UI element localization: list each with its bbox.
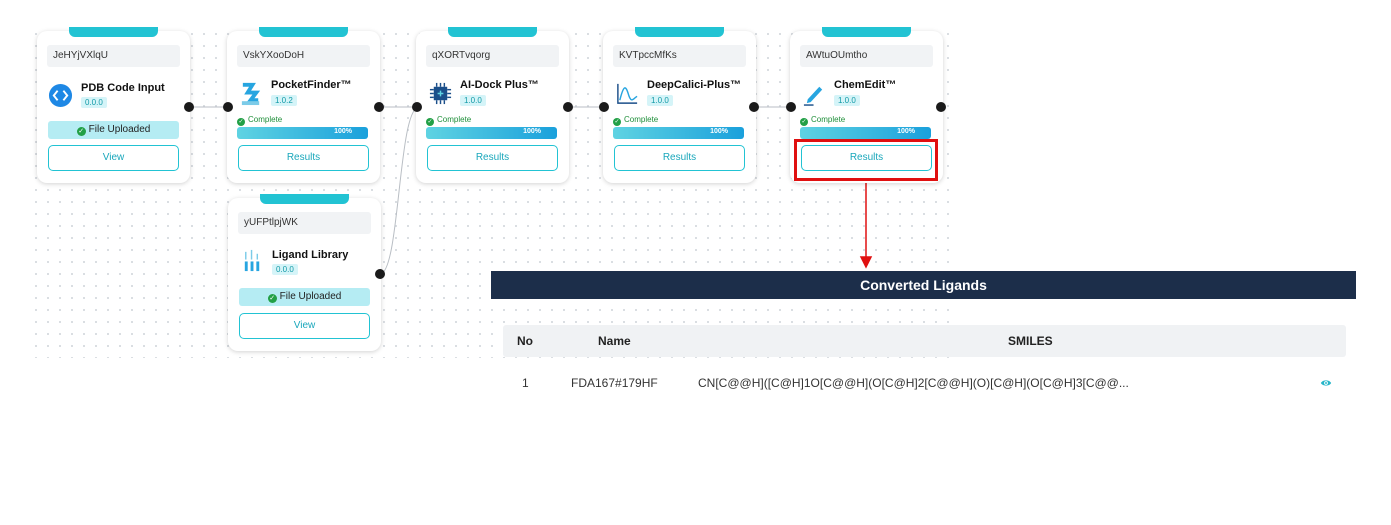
pencil-icon — [803, 86, 823, 106]
node-id: VskYXooDoH — [237, 45, 370, 67]
status-complete: ✓Complete — [426, 115, 472, 126]
check-icon: ✓ — [613, 118, 621, 126]
output-port[interactable] — [184, 102, 194, 112]
node-id: KVTpccMfKs — [613, 45, 746, 67]
node-title: PocketFinder™ — [271, 79, 352, 91]
code-brackets-icon — [48, 83, 73, 108]
output-port[interactable] — [374, 102, 384, 112]
check-icon: ✓ — [426, 118, 434, 126]
check-icon: ✓ — [800, 118, 808, 126]
status-complete: ✓Complete — [613, 115, 659, 126]
input-port[interactable] — [599, 102, 609, 112]
chip-icon — [429, 82, 452, 105]
status-complete: ✓Complete — [237, 115, 283, 126]
node-id: qXORTvqorg — [426, 45, 559, 67]
output-port[interactable] — [563, 102, 573, 112]
node-tab — [635, 27, 724, 37]
converted-ligands-panel: Converted Ligands No Name SMILES 1 FDA16… — [491, 271, 1356, 390]
results-button[interactable]: Results — [801, 145, 932, 171]
node-version: 0.0.0 — [81, 97, 107, 108]
test-tubes-icon — [244, 249, 260, 272]
node-version: 1.0.2 — [271, 95, 297, 106]
cell-no: 1 — [522, 376, 529, 390]
cell-name: FDA167#179HF — [571, 376, 658, 390]
results-button[interactable]: Results — [238, 145, 369, 171]
results-highlight-box — [794, 139, 938, 181]
node-tab — [260, 194, 349, 204]
node-title: AI-Dock Plus™ — [460, 79, 539, 91]
node-tab — [822, 27, 911, 37]
node-ai-dock-plus[interactable]: qXORTvqorg AI-Dock Plus™ 1.0.0 ✓Complete… — [416, 27, 569, 183]
node-pdb-code-input[interactable]: JeHYjVXlqU PDB Code Input 0.0.0 ✓File Up… — [37, 27, 190, 183]
view-button[interactable]: View — [239, 313, 370, 339]
node-id: AWtuOUmtho — [800, 45, 933, 67]
line-chart-icon — [617, 83, 638, 104]
table-row[interactable]: 1 FDA167#179HF CN[C@@H]([C@H]1O[C@@H](O[… — [503, 367, 1346, 399]
node-ligand-library[interactable]: yUFPtlpjWK Ligand Library 0.0.0 ✓File Up… — [228, 194, 381, 351]
input-port[interactable] — [786, 102, 796, 112]
output-port[interactable] — [749, 102, 759, 112]
node-id: JeHYjVXlqU — [47, 45, 180, 67]
node-version: 0.0.0 — [272, 264, 298, 275]
results-button[interactable]: Results — [614, 145, 745, 171]
col-no: No — [517, 334, 533, 348]
node-tab — [448, 27, 537, 37]
col-name: Name — [598, 334, 631, 348]
node-id: yUFPtlpjWK — [238, 212, 371, 234]
node-tab — [259, 27, 348, 37]
check-icon: ✓ — [237, 118, 245, 126]
progress-bar: 100% — [237, 127, 368, 139]
table-header: No Name SMILES — [503, 325, 1346, 357]
output-port[interactable] — [375, 269, 385, 279]
file-uploaded-badge: ✓File Uploaded — [239, 288, 370, 306]
panel-title: Converted Ligands — [491, 271, 1356, 299]
node-tab — [69, 27, 158, 37]
node-version: 1.0.0 — [460, 95, 486, 106]
check-icon: ✓ — [76, 127, 86, 136]
status-complete: ✓Complete — [800, 115, 846, 126]
cell-smiles: CN[C@@H]([C@H]1O[C@@H](O[C@H]2[C@@H](O)[… — [698, 376, 1129, 390]
progress-bar: 100% — [800, 127, 931, 139]
file-uploaded-badge: ✓File Uploaded — [48, 121, 179, 139]
progress-bar: 100% — [426, 127, 557, 139]
view-button[interactable]: View — [48, 145, 179, 171]
node-title: Ligand Library — [272, 249, 349, 261]
node-pocketfinder[interactable]: VskYXooDoH PocketFinder™ 1.0.2 ✓Complete… — [227, 27, 380, 183]
progress-bar: 100% — [613, 127, 744, 139]
node-chemedit[interactable]: AWtuOUmtho ChemEdit™ 1.0.0 ✓Complete 100… — [790, 27, 943, 183]
node-title: PDB Code Input — [81, 82, 165, 94]
pocket-finder-icon — [241, 82, 261, 106]
node-title: ChemEdit™ — [834, 79, 897, 91]
input-port[interactable] — [223, 102, 233, 112]
results-button[interactable]: Results — [427, 145, 558, 171]
node-title: DeepCalici-Plus™ — [647, 79, 742, 91]
input-port[interactable] — [412, 102, 422, 112]
output-port[interactable] — [936, 102, 946, 112]
node-version: 1.0.0 — [647, 95, 673, 106]
col-smiles: SMILES — [1008, 334, 1053, 348]
node-deepcalici-plus[interactable]: KVTpccMfKs DeepCalici-Plus™ 1.0.0 ✓Compl… — [603, 27, 756, 183]
node-version: 1.0.0 — [834, 95, 860, 106]
check-icon: ✓ — [267, 294, 277, 303]
eye-icon[interactable] — [1320, 378, 1332, 388]
